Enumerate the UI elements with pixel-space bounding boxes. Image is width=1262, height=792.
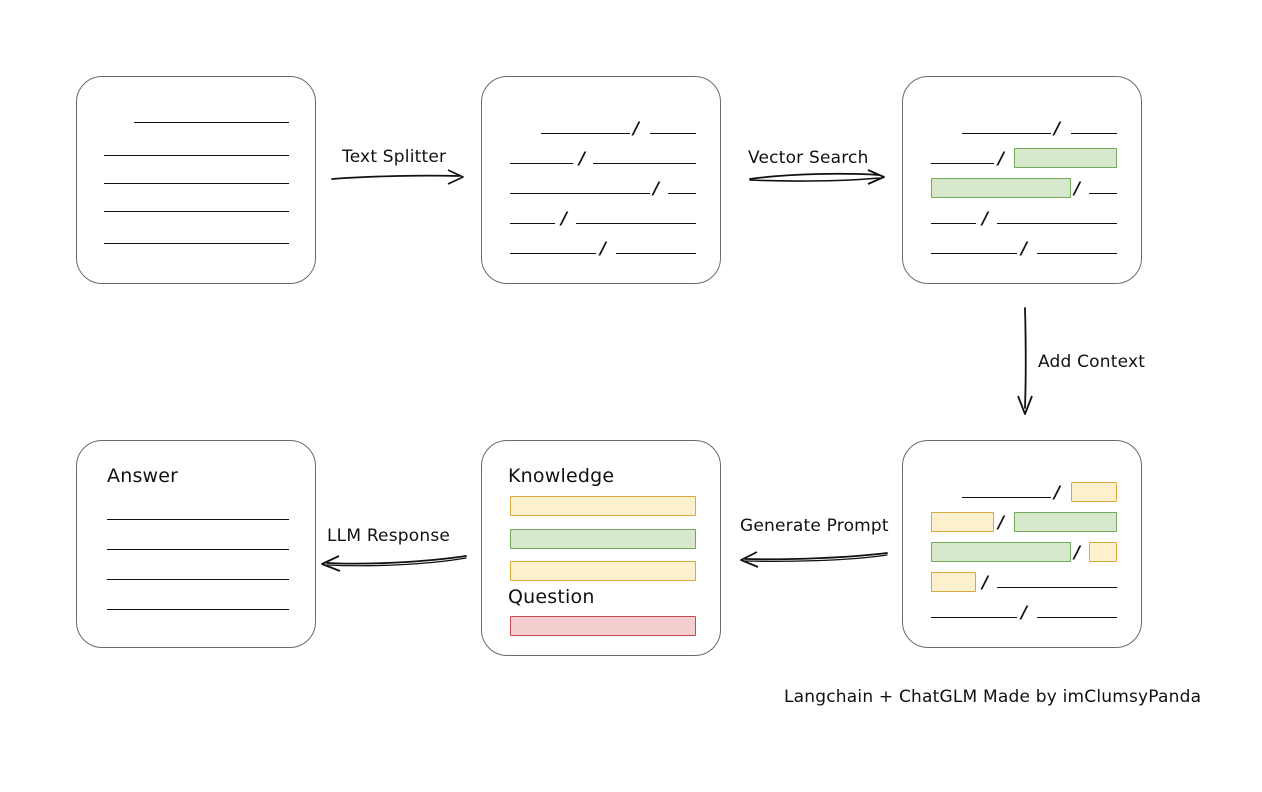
chunk-segment [668, 193, 696, 194]
document-line [104, 155, 289, 156]
chunk-separator: / [1074, 543, 1081, 563]
chunk-row: / [903, 237, 1141, 259]
chunk-segment [931, 163, 994, 164]
knowledge-bar [510, 529, 696, 549]
chunk-separator: / [653, 179, 660, 199]
retrieved-chunk-highlight [931, 542, 1071, 562]
node-answer[interactable]: Answer [76, 440, 316, 648]
chunk-row: / [903, 511, 1141, 533]
arrow-add-context [1017, 307, 1033, 415]
document-line [104, 243, 289, 244]
arrow-text-splitter [331, 169, 464, 185]
edge-label-add-context: Add Context [1038, 352, 1146, 372]
node-context-prompt[interactable]: / / / / / [902, 440, 1142, 648]
answer-line [107, 579, 289, 580]
chunk-separator: / [1021, 603, 1028, 623]
question-label: Question [508, 586, 595, 608]
context-chunk-highlight [931, 572, 976, 592]
chunk-separator: / [1021, 239, 1028, 259]
chunk-separator: / [561, 209, 568, 229]
edge-label-vector-search: Vector Search [748, 148, 869, 168]
chunk-row: / [903, 147, 1141, 169]
chunk-separator: / [998, 149, 1005, 169]
edge-label-llm-response: LLM Response [327, 526, 451, 546]
node-vector-matches[interactable]: / / / / / [902, 76, 1142, 284]
chunk-row: / [482, 177, 720, 199]
arrow-generate-prompt [740, 551, 888, 568]
chunk-separator: / [1074, 179, 1081, 199]
chunk-segment [931, 253, 1017, 254]
chunk-segment [1037, 253, 1117, 254]
chunk-segment [997, 223, 1117, 224]
footer-credit: Langchain + ChatGLM Made by imClumsyPand… [784, 687, 1202, 707]
document-line [104, 183, 289, 184]
edge-label-generate-prompt: Generate Prompt [740, 516, 889, 536]
document-line [104, 211, 289, 212]
chunk-segment [616, 253, 696, 254]
node-prompt[interactable]: Knowledge Question [481, 440, 721, 656]
knowledge-bar [510, 496, 696, 516]
chunk-separator: / [982, 209, 989, 229]
chunk-row: / [903, 571, 1141, 593]
answer-line [107, 609, 289, 610]
chunk-row: / [482, 237, 720, 259]
chunk-separator: / [1054, 483, 1061, 503]
arrow-llm-response [321, 555, 467, 572]
chunk-segment [931, 223, 976, 224]
chunk-segment [510, 253, 596, 254]
chunk-row: / [903, 601, 1141, 623]
chunk-separator: / [1054, 119, 1061, 139]
context-chunk-highlight [1071, 482, 1117, 502]
chunk-separator: / [579, 149, 586, 169]
chunk-row: / [903, 207, 1141, 229]
chunk-segment [1071, 133, 1117, 134]
chunk-segment [931, 617, 1017, 618]
chunk-segment [962, 497, 1051, 498]
knowledge-bar [510, 561, 696, 581]
document-line [134, 122, 289, 123]
chunk-row: / [903, 481, 1141, 503]
edge-label-text-splitter: Text Splitter [342, 147, 447, 167]
retrieved-chunk-highlight [1014, 512, 1117, 532]
knowledge-label: Knowledge [508, 465, 615, 487]
chunk-row: / [482, 147, 720, 169]
chunk-separator: / [633, 119, 640, 139]
chunk-segment [541, 133, 630, 134]
chunk-segment [962, 133, 1051, 134]
chunk-segment [1037, 617, 1117, 618]
answer-line [107, 549, 289, 550]
chunk-segment [997, 587, 1117, 588]
context-chunk-highlight [1089, 542, 1117, 562]
answer-label: Answer [107, 465, 179, 487]
answer-line [107, 519, 289, 520]
context-chunk-highlight [931, 512, 994, 532]
chunk-row: / [482, 207, 720, 229]
chunk-segment [510, 193, 650, 194]
chunk-separator: / [982, 573, 989, 593]
chunk-separator: / [600, 239, 607, 259]
chunk-segment [1089, 193, 1117, 194]
chunk-segment [650, 133, 696, 134]
chunk-row: / [482, 117, 720, 139]
chunk-row: / [903, 117, 1141, 139]
chunk-segment [576, 223, 696, 224]
question-bar [510, 616, 696, 636]
node-split-chunks[interactable]: / / / / / [481, 76, 721, 284]
chunk-row: / [903, 541, 1141, 563]
arrow-vector-search [749, 169, 885, 185]
chunk-row: / [903, 177, 1141, 199]
chunk-segment [510, 223, 555, 224]
chunk-separator: / [998, 513, 1005, 533]
retrieved-chunk-highlight [931, 178, 1071, 198]
chunk-segment [593, 163, 696, 164]
retrieved-chunk-highlight [1014, 148, 1117, 168]
chunk-segment [510, 163, 573, 164]
node-source-document[interactable] [76, 76, 316, 284]
